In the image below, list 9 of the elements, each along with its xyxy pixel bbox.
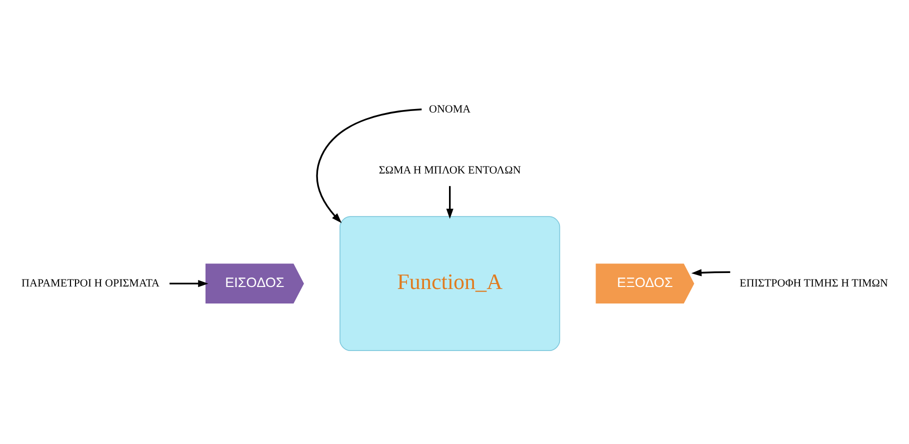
node-text: ΕΠΙΣΤΡΟΦΗ ΤΙΜΗΣ Η ΤΙΜΩΝ	[740, 276, 888, 289]
node-text: ΠΑΡΑΜΕΤΡΟΙ Η ΟΡΙΣΜΑΤΑ	[22, 276, 160, 289]
arrow	[691, 268, 730, 276]
node-text: ΣΩΜΑ Η ΜΠΛΟΚ ΕΝΤΟΛΩΝ	[378, 164, 521, 176]
arrow	[170, 280, 208, 287]
node-box: Function_A	[340, 216, 560, 351]
arrow	[316, 108, 422, 223]
node-text: ΟΝΟΜΑ	[429, 103, 471, 116]
arrow	[446, 186, 454, 218]
